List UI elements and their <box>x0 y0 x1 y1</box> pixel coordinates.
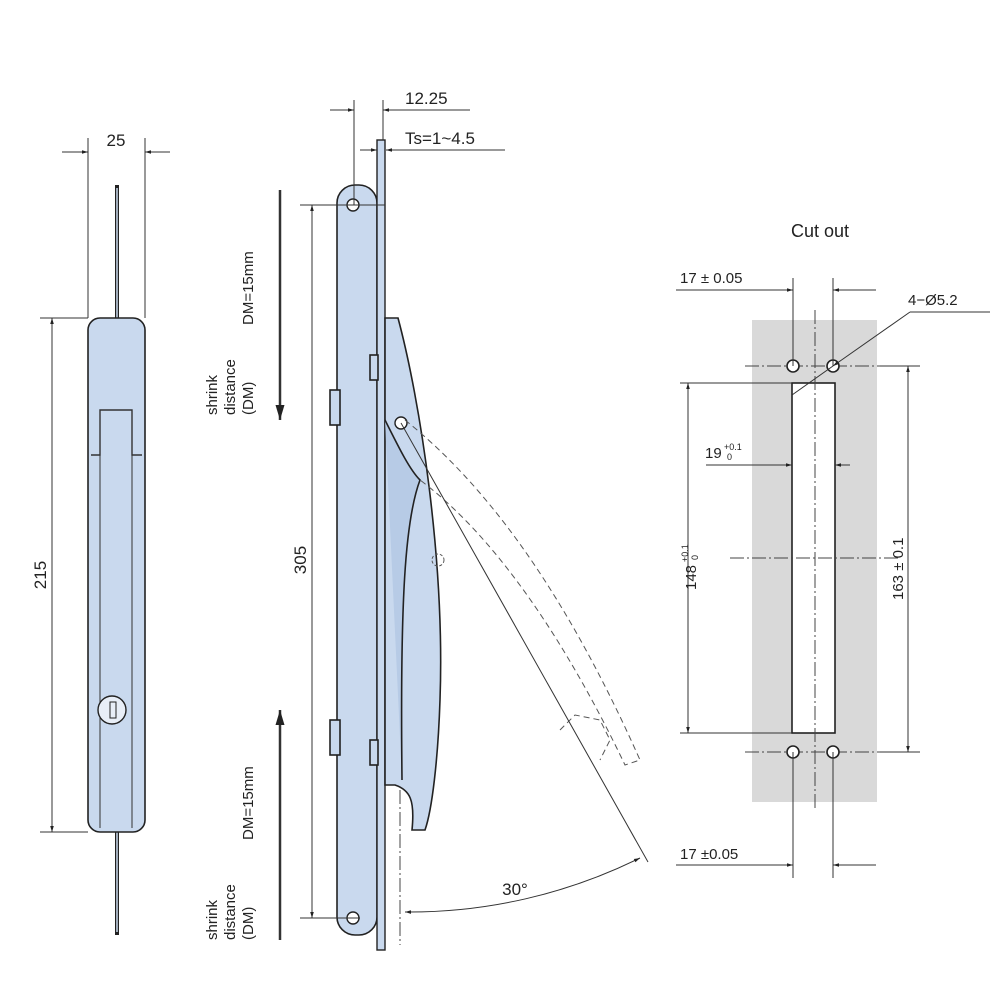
handle-body <box>87 317 146 833</box>
offset-dimension: 12.25 <box>405 89 448 108</box>
svg-text:19: 19 <box>705 445 722 462</box>
panel <box>376 139 386 951</box>
front-view: 25 215 <box>31 131 170 935</box>
angle-label: 30° <box>502 880 528 899</box>
svg-text:DM=15mm: DM=15mm <box>240 251 257 325</box>
side-view: 30° 12.25 Ts=1~4.5 305 shrink distance (… <box>204 89 649 951</box>
svg-text:distance: distance <box>222 884 239 940</box>
shrink-label-bottom: shrink distance (DM) DM=15mm <box>204 766 257 940</box>
svg-text:DM=15mm: DM=15mm <box>240 766 257 840</box>
svg-text:shrink: shrink <box>204 899 221 940</box>
svg-text:0: 0 <box>690 555 700 560</box>
panel-thickness: Ts=1~4.5 <box>405 129 475 148</box>
top-hole-spacing: 17 ± 0.05 <box>680 270 742 287</box>
width-dimension: 25 <box>107 131 126 150</box>
svg-text:(DM): (DM) <box>240 382 257 415</box>
svg-text:0: 0 <box>727 452 732 462</box>
slot-width: 19 +0.1 0 <box>705 442 742 462</box>
hole-pitch: 163 ± 0.1 <box>890 538 907 600</box>
key-cylinder-icon <box>97 695 127 725</box>
svg-text:shrink: shrink <box>204 374 221 415</box>
svg-text:148: 148 <box>683 565 700 590</box>
height-dimension: 215 <box>31 561 50 589</box>
svg-text:+0.1: +0.1 <box>680 544 690 562</box>
svg-text:distance: distance <box>222 359 239 415</box>
slot-length: 148 +0.1 0 <box>680 544 700 590</box>
cutout-title: Cut out <box>791 221 849 241</box>
svg-text:(DM): (DM) <box>240 907 257 940</box>
length-dimension: 305 <box>291 546 310 574</box>
latch-bar <box>336 184 378 936</box>
hole-spec: 4−Ø5.2 <box>908 292 958 309</box>
shrink-label-top: shrink distance (DM) DM=15mm <box>204 251 257 415</box>
svg-text:+0.1: +0.1 <box>724 442 742 452</box>
cutout-view: Cut out 17 ± 0.05 4−Ø5.2 19 +0.1 0 148 +… <box>676 221 990 878</box>
bottom-hole-spacing: 17 ±0.05 <box>680 846 738 863</box>
